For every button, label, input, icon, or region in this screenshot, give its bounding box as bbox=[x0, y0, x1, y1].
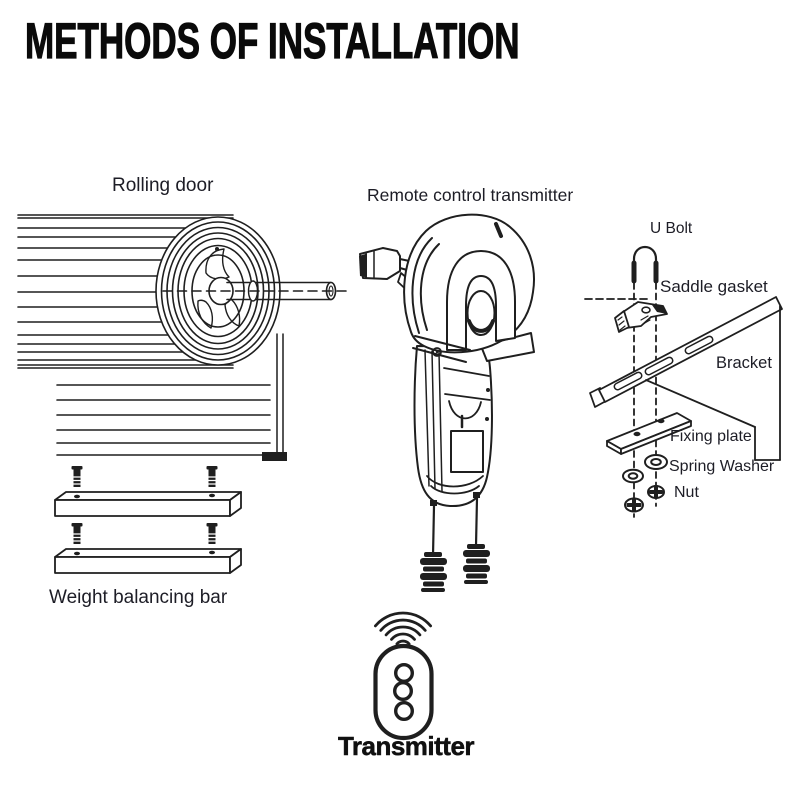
transmitter-remote-drawing bbox=[373, 611, 434, 741]
spring-washers-drawing bbox=[622, 454, 668, 484]
motor-unit-drawing bbox=[359, 213, 535, 592]
mounting-screws-row-1 bbox=[71, 466, 218, 487]
bracket-slotted-bar bbox=[589, 296, 783, 408]
mounting-screws-row-2 bbox=[71, 523, 218, 544]
door-roll-lines bbox=[17, 214, 234, 369]
label-saddle-gasket: Saddle gasket bbox=[660, 277, 768, 296]
balancing-bar-1 bbox=[54, 491, 242, 517]
door-curtain-lines bbox=[56, 384, 271, 456]
wireless-signal-icon bbox=[374, 611, 432, 646]
door-guide-rail bbox=[262, 333, 287, 461]
page-title: METHODS OF INSTALLATION bbox=[25, 12, 520, 69]
saddle-gasket-drawing bbox=[614, 301, 668, 333]
bracket-side-plate bbox=[645, 305, 781, 461]
cord-end-plugs bbox=[420, 544, 490, 592]
label-weight-balancing-bar: Weight balancing bar bbox=[49, 587, 228, 608]
pull-cords bbox=[431, 496, 479, 558]
u-bolt-drawing bbox=[631, 245, 659, 284]
fixing-plate-drawing bbox=[606, 412, 692, 455]
nuts-drawing bbox=[624, 485, 665, 513]
remote-button-down bbox=[394, 701, 415, 722]
rolling-door-drawing bbox=[17, 214, 350, 461]
label-rolling-door: Rolling door bbox=[112, 175, 214, 196]
bracket-assembly-drawing bbox=[584, 245, 783, 518]
remote-button-stop bbox=[393, 681, 414, 702]
motor-body bbox=[413, 345, 493, 508]
door-axle-shaft bbox=[162, 280, 350, 302]
label-spring-washer: Spring Washer bbox=[669, 458, 775, 475]
label-remote-control-transmitter: Remote control transmitter bbox=[367, 185, 574, 205]
label-nut: Nut bbox=[674, 484, 699, 501]
balancing-bar-2 bbox=[54, 548, 242, 574]
label-bracket: Bracket bbox=[716, 354, 772, 372]
label-transmitter: Transmitter bbox=[337, 731, 475, 761]
label-u-bolt: U Bolt bbox=[650, 220, 693, 237]
weight-balancing-bars-drawing bbox=[54, 466, 242, 574]
remote-body bbox=[373, 643, 434, 741]
door-drum bbox=[155, 216, 281, 366]
motor-head bbox=[403, 213, 535, 363]
label-fixing-plate: Fixing plate bbox=[670, 428, 752, 445]
